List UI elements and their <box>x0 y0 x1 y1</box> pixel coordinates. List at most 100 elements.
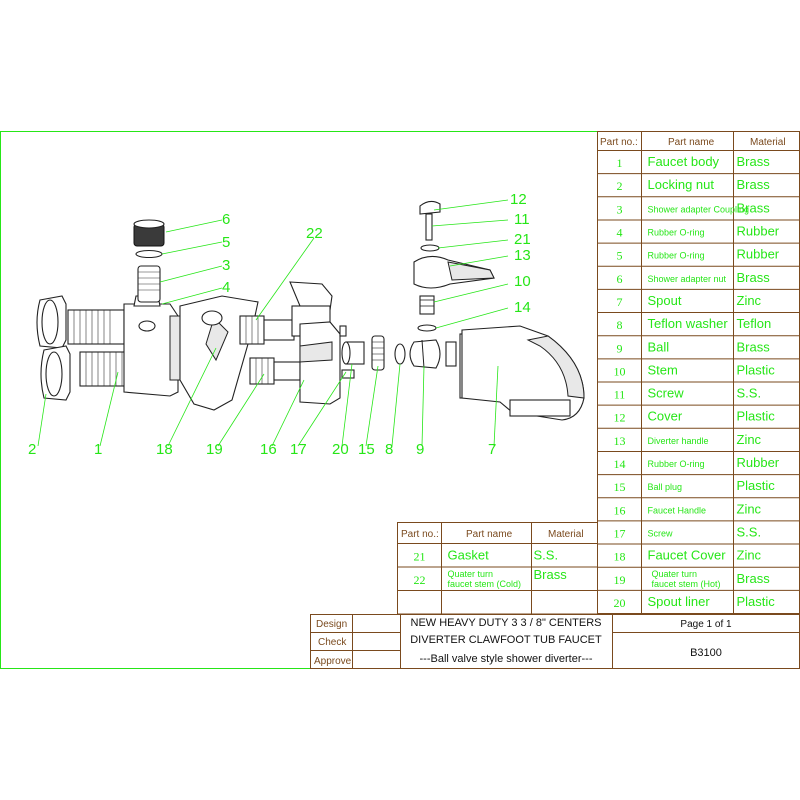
table-row-part-no: 14 <box>614 457 626 471</box>
table-row-part-name: Locking nut <box>648 177 715 192</box>
table-header-material: Material <box>750 137 786 148</box>
callout-10: 10 <box>514 273 531 290</box>
table-row-material: Brass <box>737 154 771 169</box>
callout-17: 17 <box>290 441 307 458</box>
callout-1: 1 <box>94 441 102 458</box>
title-block: Design Check Approve NEW HEAVY DUTY 3 3 … <box>310 614 800 669</box>
part-1-faucet-body <box>67 295 185 397</box>
part-22-stem-cold <box>239 281 333 345</box>
callout-13: 13 <box>514 247 531 264</box>
table-row-part-name: Faucet Cover <box>648 548 727 563</box>
callout-2: 2 <box>28 441 36 458</box>
callout-7: 7 <box>488 441 496 458</box>
part-7-spout <box>445 325 585 421</box>
table-row-part-no: 4 <box>617 226 623 240</box>
table-row-part-no: 11 <box>614 388 626 402</box>
table-row-part-no: 22 <box>414 573 426 587</box>
callout-9: 9 <box>416 441 424 458</box>
table-row-material: Zinc <box>737 548 762 563</box>
table-row-material: Teflon <box>737 316 772 331</box>
table-row-part-no: 20 <box>614 596 626 610</box>
title-line-3: ---Ball valve style shower diverter--- <box>420 653 593 665</box>
table-row-part-name: Diverter handle <box>648 436 709 446</box>
table-row-material: Rubber <box>737 224 780 239</box>
part-6-shower-adapter-nut <box>133 219 165 247</box>
part-14-rubber-o-ring <box>417 324 437 332</box>
approve-label: Approve <box>314 656 352 667</box>
callout-6: 6 <box>222 211 230 228</box>
table-row-part-no: 2 <box>617 179 623 193</box>
callout-5: 5 <box>222 234 230 251</box>
part-16-faucet-handle <box>299 321 341 405</box>
table-row-part-name: Faucet body <box>648 154 720 169</box>
callout-12: 12 <box>510 191 527 208</box>
callout-14: 14 <box>514 299 531 316</box>
table-row-part-name: Ball <box>648 339 670 354</box>
callout-21: 21 <box>514 231 531 248</box>
table-row-part-no: 6 <box>617 272 623 286</box>
title-line-1: NEW HEAVY DUTY 3 3 / 8" CENTERS <box>411 617 602 629</box>
table-row-part-no: 8 <box>617 318 623 332</box>
table-row-part-no: 21 <box>414 549 426 563</box>
table2-header-part-no: Part no.: <box>401 529 439 540</box>
callout-20: 20 <box>332 441 349 458</box>
table-row-material: Brass <box>737 270 771 285</box>
table-row-part-no: 5 <box>617 249 623 263</box>
model-number: B3100 <box>690 647 722 659</box>
table-row-part-name: Faucet Handle <box>648 505 707 515</box>
table-row-material: Brass <box>737 571 771 586</box>
table-row-material: Plastic <box>737 409 776 424</box>
part-20-spout-liner <box>341 341 365 365</box>
exploded-view <box>36 200 585 421</box>
table-row-material: Brass <box>534 567 568 582</box>
table-row-part-name: Stem <box>648 362 678 377</box>
callout-8: 8 <box>385 441 393 458</box>
table-row-part-no: 7 <box>617 295 623 309</box>
table-row-part-name: Teflon washer <box>648 316 729 331</box>
table-row-part-name: Ball plug <box>648 482 683 492</box>
part-13-diverter-handle <box>413 255 495 289</box>
page-indicator: Page 1 of 1 <box>680 619 732 630</box>
table-row-material: Zinc <box>737 293 762 308</box>
table-row-part-no: 9 <box>617 341 623 355</box>
callouts: 6 5 3 4 22 2 1 18 19 16 17 20 15 8 9 7 1… <box>28 191 531 458</box>
table-row-part-no: 10 <box>614 364 626 378</box>
design-label: Design <box>316 619 347 630</box>
table-row-material: Plastic <box>737 594 776 609</box>
part-18-faucet-cover <box>179 295 259 411</box>
part-10-stem <box>419 295 435 315</box>
table-row-material: S.S. <box>737 386 762 401</box>
part-8-teflon-washer <box>394 343 406 365</box>
table-row-material: Zinc <box>737 432 762 447</box>
part-11-screw <box>425 213 433 241</box>
part-9-ball <box>409 339 441 369</box>
table-row-part-no: 15 <box>614 480 626 494</box>
callout-16: 16 <box>260 441 277 458</box>
table-row-part-no: 12 <box>614 411 626 425</box>
table-row-part-name: Gasket <box>448 547 490 562</box>
part-19-stem-hot <box>249 357 301 385</box>
table-row-part-name: Shower adapter Coupling <box>648 204 750 214</box>
callout-11: 11 <box>514 211 530 228</box>
title-line-2: DIVERTER CLAWFOOT TUB FAUCET <box>410 634 602 646</box>
part-3-shower-adapter-coupling <box>137 265 161 303</box>
leader-lines <box>37 199 509 447</box>
callout-22: 22 <box>306 225 323 242</box>
callout-15: 15 <box>358 441 375 458</box>
table-header-part-no: Part no.: <box>600 137 638 148</box>
table-row-material: Brass <box>737 200 771 215</box>
table-row-part-no: 19 <box>614 573 626 587</box>
part-12-cover <box>419 200 441 215</box>
part-21-gasket <box>420 244 440 252</box>
table-row-part-name: Rubber O-ring <box>648 459 705 469</box>
table2-header-part-name: Part name <box>466 529 513 540</box>
table-row-part-no: 1 <box>617 156 623 170</box>
table-row-part-name: Spout liner <box>648 594 711 609</box>
table-row-material: Zinc <box>737 501 762 516</box>
part-2-locking-nut <box>36 295 71 401</box>
callout-18: 18 <box>156 441 173 458</box>
check-label: Check <box>318 637 347 648</box>
